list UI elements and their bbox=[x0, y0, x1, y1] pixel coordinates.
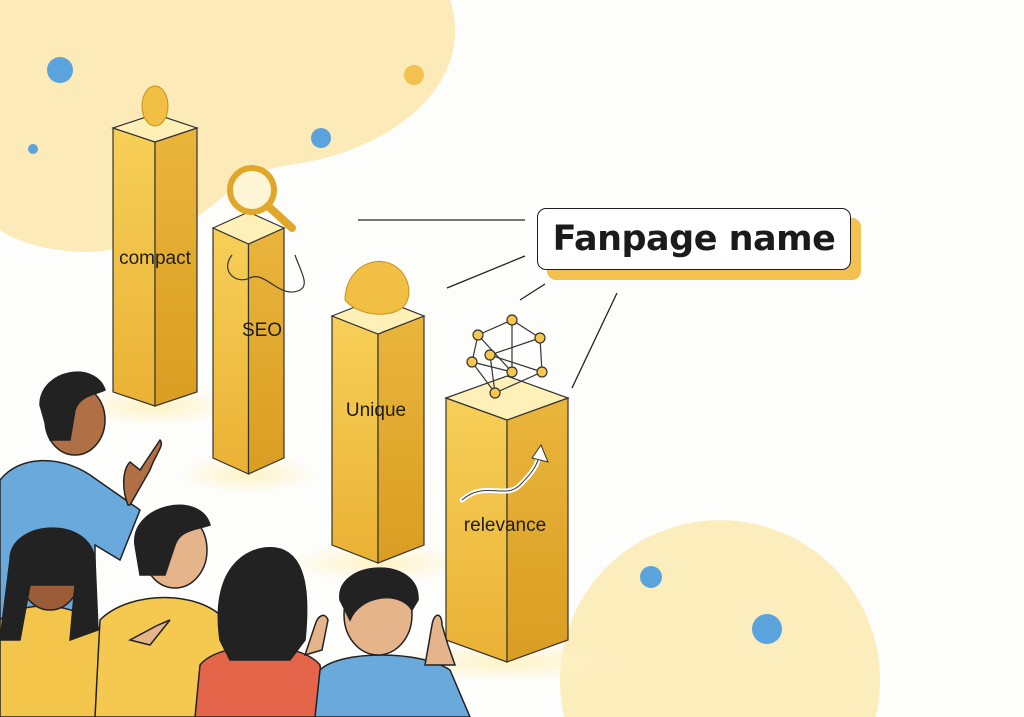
fanpage-name-label: Fanpage name bbox=[537, 208, 851, 270]
pillar-label-seo: SEO bbox=[242, 320, 282, 341]
network-icon bbox=[466, 314, 548, 399]
pillar-top-face-relevance bbox=[444, 375, 570, 421]
background-blob-bottom bbox=[560, 520, 880, 717]
magnifier-icon bbox=[227, 165, 305, 293]
pillar-right-face-unique bbox=[377, 315, 425, 564]
fanpage-name-text: Fanpage name bbox=[552, 219, 836, 259]
dot-blue bbox=[28, 144, 38, 154]
pillar-label-relevance: relevance bbox=[464, 515, 546, 536]
pillar-top-face-seo bbox=[211, 211, 286, 245]
dot-blue bbox=[640, 566, 662, 588]
dot-yellow bbox=[404, 65, 424, 85]
pillar-top-face-compact bbox=[111, 113, 199, 143]
trend-arrow-icon bbox=[459, 443, 549, 503]
blob-shape bbox=[344, 260, 410, 315]
dot-blue bbox=[752, 614, 782, 644]
background-blob-top bbox=[0, 0, 456, 252]
connector-lines bbox=[358, 219, 618, 389]
dot-blue bbox=[311, 128, 331, 148]
pillar-left-face-unique bbox=[331, 315, 379, 564]
pillar-label-compact: compact bbox=[119, 248, 192, 269]
egg-shape bbox=[141, 85, 169, 127]
dot-blue bbox=[47, 57, 73, 83]
pillar-label-unique: Unique bbox=[346, 400, 406, 421]
pillar-right-face-seo bbox=[247, 227, 285, 475]
people-group bbox=[0, 371, 471, 717]
person-woman-left bbox=[0, 527, 166, 717]
pillar-left-face-seo bbox=[212, 227, 250, 475]
person-man-right bbox=[314, 567, 471, 717]
person-woman-red bbox=[194, 547, 329, 717]
